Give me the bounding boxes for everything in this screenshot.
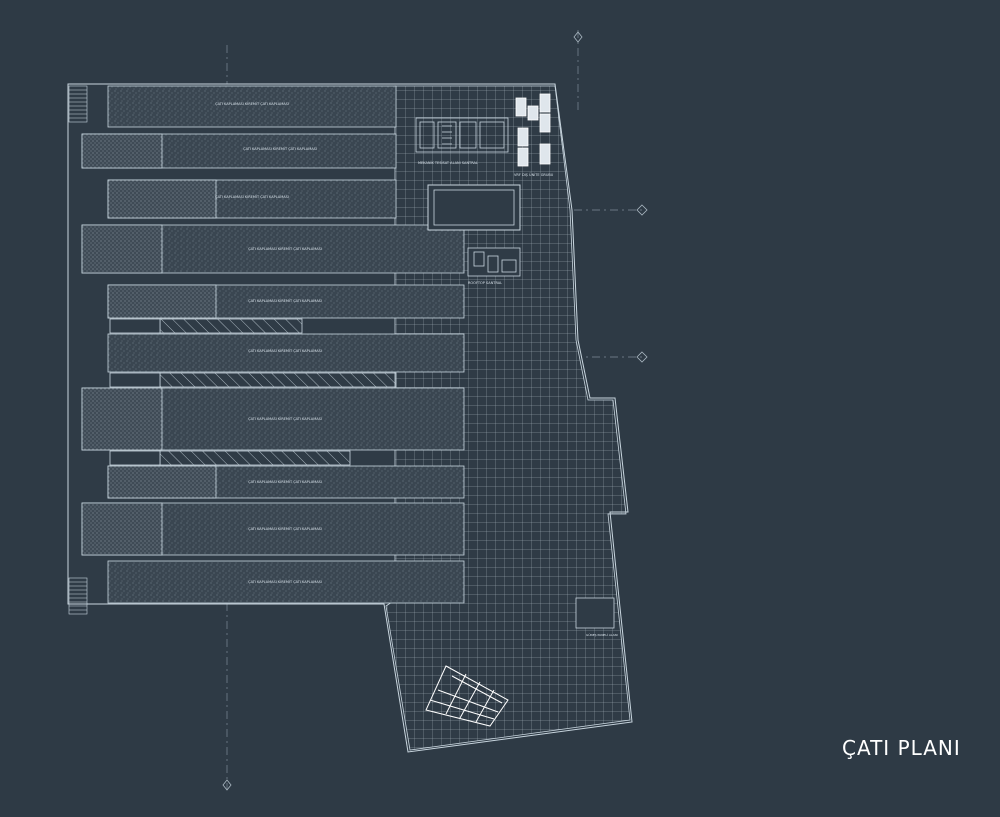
roof-panel-5-dense	[107, 284, 217, 319]
roof-panels	[81, 85, 465, 604]
panel-label-6: ÇATI KAPLAMASI KİREMİT ÇATI KAPLAMASI	[248, 348, 322, 353]
roof-panel-3-dense	[107, 179, 217, 219]
roof-panel-4-dense	[81, 224, 163, 274]
rooftop-unit-frame	[427, 184, 521, 231]
panel-label-5: ÇATI KAPLAMASI KİREMİT ÇATI KAPLAMASI	[248, 298, 322, 303]
detail-label: GÜNEŞ PANELİ ALANI	[586, 632, 618, 637]
roof-panel-9-dense	[81, 502, 163, 556]
vrf-label: VRF DIŞ ÜNİTE GRUBU	[514, 172, 554, 177]
panel-label-4: ÇATI KAPLAMASI KİREMİT ÇATI KAPLAMASI	[248, 246, 322, 251]
skylight-strips	[109, 318, 397, 466]
left-stairs	[68, 85, 88, 615]
roof-panel-10	[107, 560, 465, 604]
roof-panel-6	[107, 333, 465, 373]
shaft-blocks	[575, 597, 615, 629]
roof-panel-2-dense	[81, 133, 163, 169]
solar-panels	[425, 665, 509, 727]
roof-panel-8-dense	[107, 465, 217, 499]
panel-label-8: ÇATI KAPLAMASI KİREMİT ÇATI KAPLAMASI	[248, 479, 322, 484]
rooftop-label: ROOFTOP SANTRAL	[468, 281, 502, 285]
panel-label-1: ÇATI KAPLAMASI KİREMİT ÇATI KAPLAMASI	[215, 101, 289, 106]
panel-label-10: ÇATI KAPLAMASI KİREMİT ÇATI KAPLAMASI	[248, 579, 322, 584]
panel-label-2: ÇATI KAPLAMASI KİREMİT ÇATI KAPLAMASI	[243, 146, 317, 151]
roof-panel-1	[107, 85, 397, 128]
rooftop-santral	[467, 247, 521, 277]
panel-label-7: ÇATI KAPLAMASI KİREMİT ÇATI KAPLAMASI	[248, 416, 322, 421]
drawing-title: ÇATI PLANI	[842, 736, 961, 760]
rooftop-unit-inner	[433, 189, 515, 226]
roof-panel-7-dense	[81, 387, 163, 451]
panel-label-3: ÇATI KAPLAMASI KİREMİT ÇATI KAPLAMASI	[215, 194, 289, 199]
panel-label-9: ÇATI KAPLAMASI KİREMİT ÇATI KAPLAMASI	[248, 526, 322, 531]
equipment-label: MEKANİK TESİSAT ALANI SANTRAL	[418, 160, 478, 165]
mechanical-area	[415, 117, 509, 153]
vrf-units	[515, 93, 551, 167]
